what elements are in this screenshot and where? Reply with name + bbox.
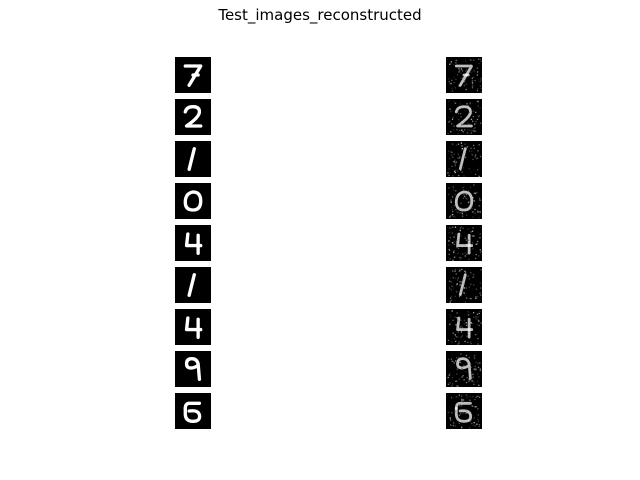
reconstructed-tile-3 xyxy=(446,183,482,219)
reconstructed-tile-7 xyxy=(446,351,482,387)
reconstructed-tile-8 xyxy=(446,393,482,429)
original-tile-2 xyxy=(175,141,211,177)
figure-title: Test_images_reconstructed xyxy=(218,6,422,24)
reconstructed-tile-4 xyxy=(446,225,482,261)
original-tile-8 xyxy=(175,393,211,429)
reconstructed-tile-5 xyxy=(446,267,482,303)
original-tile-6 xyxy=(175,309,211,345)
original-tile-5 xyxy=(175,267,211,303)
original-tile-4 xyxy=(175,225,211,261)
original-tile-3 xyxy=(175,183,211,219)
original-tile-1 xyxy=(175,99,211,135)
original-tile-0 xyxy=(175,57,211,93)
original-tile-7 xyxy=(175,351,211,387)
reconstructed-tile-0 xyxy=(446,57,482,93)
reconstructed-tile-1 xyxy=(446,99,482,135)
reconstructed-tile-6 xyxy=(446,309,482,345)
reconstructed-tile-2 xyxy=(446,141,482,177)
